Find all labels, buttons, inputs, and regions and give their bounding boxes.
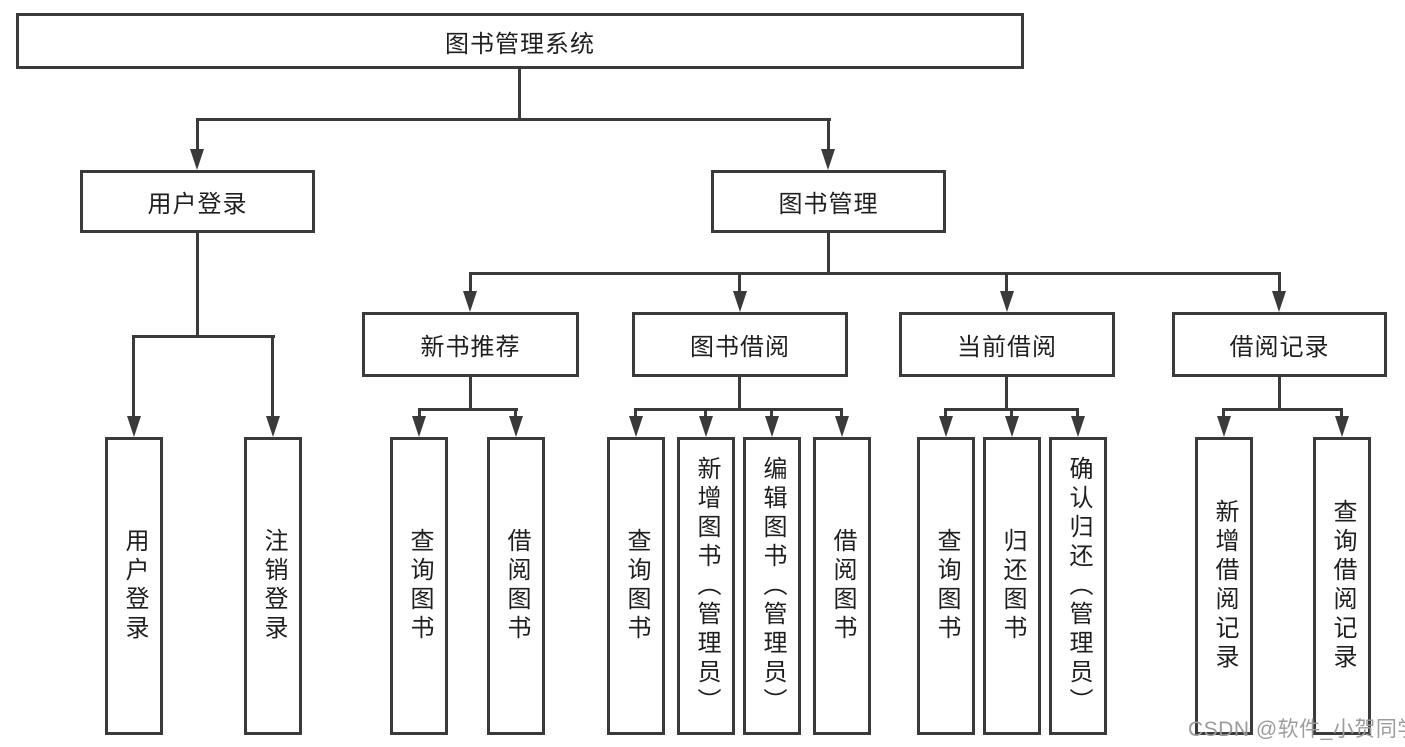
leaf-user-login: 用户登录 [105,437,163,735]
leaf-label: 新增借阅记录 [1211,499,1238,673]
connector-line [1010,408,1013,420]
connector-arrowhead [509,416,523,437]
leaf-edit-books-admin: 编辑图书（管理员） [743,437,801,735]
connector-arrowhead [835,416,849,437]
leaf-query-books-borrow: 查询图书 [607,437,665,735]
connector-arrowhead [190,149,204,170]
connector-line [1005,377,1008,408]
connector-arrowhead [821,149,835,170]
connector-arrowhead [1005,416,1019,437]
node-book-borrowing: 图书借阅 [632,312,848,377]
connector-line [518,69,521,118]
connector-line [196,233,199,335]
connector-line [1340,408,1343,420]
connector-line [132,335,275,338]
connector-line [1278,272,1281,293]
leaf-label: 查询图书 [623,528,650,644]
connector-line [132,335,135,418]
connector-arrowhead [127,416,141,437]
connector-line [1076,408,1079,420]
leaf-label: 用户登录 [121,528,148,644]
connector-line [196,118,199,151]
leaf-borrow-books-recommend: 借阅图书 [487,437,545,735]
leaf-label: 编辑图书（管理员） [759,455,786,717]
connector-line [514,408,517,420]
leaf-query-books-current: 查询图书 [917,437,975,735]
connector-line [770,408,773,420]
connector-line [196,118,831,121]
leaf-label: 查询图书 [933,528,960,644]
connector-arrowhead [733,291,747,312]
leaf-add-books-admin: 新增图书（管理员） [677,437,735,735]
node-root-library-management-system: 图书管理系统 [16,13,1024,69]
connector-arrowhead [1217,416,1231,437]
connector-arrowhead [412,416,426,437]
leaf-label: 借阅图书 [503,528,530,644]
connector-arrowhead [1000,291,1014,312]
connector-line [635,408,843,411]
leaf-label: 查询借阅记录 [1329,499,1356,673]
connector-line [634,408,637,420]
connector-line [944,408,947,420]
leaf-label: 注销登录 [260,528,287,644]
leaf-label: 查询图书 [406,528,433,644]
connector-arrowhead [629,416,643,437]
connector-line [418,408,518,411]
node-current-borrowing: 当前借阅 [899,312,1115,377]
leaf-borrow-books: 借阅图书 [813,437,871,735]
connector-arrowhead [939,416,953,437]
connector-arrowhead [463,291,477,312]
leaf-label: 归还图书 [999,528,1026,644]
connector-line [469,272,1281,275]
connector-arrowhead [699,416,713,437]
connector-line [469,272,472,293]
connector-line [1278,377,1281,408]
connector-arrowhead [266,416,280,437]
connector-line [827,118,830,151]
connector-arrowhead [1071,416,1085,437]
connector-line [1222,408,1225,420]
node-book-management: 图书管理 [711,170,946,233]
connector-line [469,377,472,408]
connector-line [840,408,843,420]
connector-line [738,377,741,408]
connector-arrowhead [1272,291,1286,312]
connector-line [1223,408,1343,411]
node-borrowing-records: 借阅记录 [1172,312,1387,377]
connector-line [1005,272,1008,293]
connector-arrowhead [765,416,779,437]
leaf-label: 新增图书（管理员） [693,455,720,717]
leaf-logout: 注销登录 [244,437,302,735]
leaf-add-borrow-record: 新增借阅记录 [1195,437,1253,735]
leaf-query-books-recommend: 查询图书 [390,437,448,735]
leaf-confirm-return-admin: 确认归还（管理员） [1049,437,1107,735]
node-user-login: 用户登录 [80,170,315,233]
csdn-watermark: CSDN @软件_小贺同学 [1188,718,1405,741]
connector-line [827,233,830,272]
connector-line [738,272,741,293]
connector-line [418,408,421,420]
node-new-book-recommendation: 新书推荐 [362,312,579,377]
connector-line [704,408,707,420]
leaf-label: 借阅图书 [829,528,856,644]
leaf-label: 确认归还（管理员） [1065,455,1092,717]
connector-arrowhead [1335,416,1349,437]
leaf-query-borrow-record: 查询借阅记录 [1313,437,1371,735]
connector-line [271,335,274,418]
leaf-return-books: 归还图书 [983,437,1041,735]
